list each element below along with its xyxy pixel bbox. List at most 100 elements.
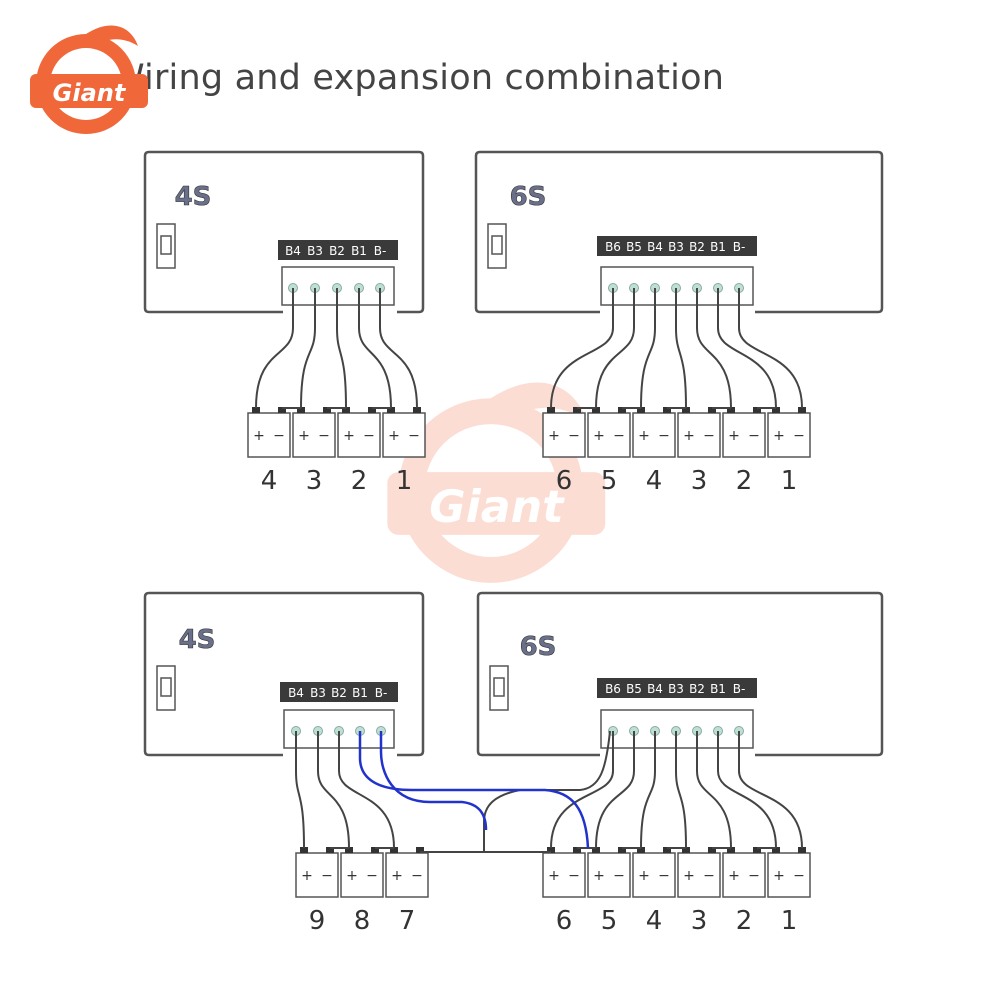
bottom-6s-1-cell-plus: + — [593, 868, 605, 884]
top-4s-board-label: 4S — [175, 182, 212, 212]
top-6s-0-cell-pos-terminal — [547, 407, 555, 413]
bottom-6s-5-cell-pos-terminal — [772, 847, 780, 853]
bottom-4s-wire — [338, 731, 395, 849]
top-6s-0-cell-neg-terminal — [573, 407, 581, 413]
top-6s-connector-pin-label: B1 — [710, 240, 726, 254]
top-4s-wire — [336, 288, 347, 409]
top-6s-2-cell-minus: − — [658, 428, 670, 444]
top-4s-wire — [255, 288, 294, 409]
top-4s-1-cell-minus: − — [318, 428, 330, 444]
top-6s-2-cell-plus: + — [638, 428, 650, 444]
bottom-6s-0-cell-number: 6 — [556, 906, 573, 936]
top-6s-3-cell-neg-terminal — [708, 407, 716, 413]
top-4s-0-cell-number: 4 — [261, 466, 278, 496]
bottom-6s-1-cell-neg-terminal — [618, 847, 626, 853]
bottom-6s-wire — [640, 731, 656, 849]
bottom-6s-0-cell-pos-terminal — [547, 847, 555, 853]
top-6s-connector-pin-label: B4 — [647, 240, 663, 254]
bottom-6s-3-cell — [677, 852, 721, 898]
top-6s-3-cell — [677, 412, 721, 458]
bottom-6s-5-cell-neg-terminal — [798, 847, 806, 853]
bottom-6s-wire — [595, 731, 635, 849]
top-6s-5-cell-minus: − — [793, 428, 805, 444]
top-6s-2-cell-neg-terminal — [663, 407, 671, 413]
bottom-6s-0-cell-neg-terminal — [573, 847, 581, 853]
bottom-6s-connector-pin-label: B5 — [626, 682, 642, 696]
bottom-6s-wire — [717, 731, 777, 849]
bottom-4s-board-outline — [143, 591, 425, 757]
top-6s-2-cell-pos-terminal — [637, 407, 645, 413]
bottom-4s-connector-header-band — [280, 682, 398, 702]
bottom-6s-connector-pin-label: B4 — [647, 682, 663, 696]
top-4s-wire — [358, 288, 392, 409]
top-6s-5-cell-neg-terminal — [798, 407, 806, 413]
bottom-6s-4-cell — [722, 852, 766, 898]
top-6s-wire — [550, 288, 614, 409]
top-6s-3-cell-plus: + — [683, 428, 695, 444]
bottom-6s-5-cell-plus: + — [773, 868, 785, 884]
top-6s-4-cell-minus: − — [748, 428, 760, 444]
bottom-4s-board-side-connector-icon — [156, 665, 176, 711]
bottom-6s-1-cell-pos-terminal — [592, 847, 600, 853]
bottom-4s-wire — [317, 731, 350, 849]
top-6s-5-cell-plus: + — [773, 428, 785, 444]
watermark-logo: Giant — [387, 382, 606, 583]
bottom-4s-1-cell-minus: − — [366, 868, 378, 884]
bottom-4s-0-cell-pos-terminal — [300, 847, 308, 853]
top-6s-wire — [738, 288, 803, 409]
bottom-6s-2-cell-plus: + — [638, 868, 650, 884]
top-4s-board-side-connector-icon — [156, 223, 176, 269]
bottom-6s-connector-header-band — [597, 678, 757, 698]
bottom-6s-5-cell-minus: − — [793, 868, 805, 884]
bottom-6s-1-cell-number: 5 — [601, 906, 618, 936]
top-6s-wire — [675, 288, 687, 409]
bottom-4s-1-cell-plus: + — [346, 868, 358, 884]
bottom-4s-connector-pin-label: B- — [375, 686, 388, 700]
bottom-4s-2-cell-number: 7 — [399, 906, 416, 936]
top-6s-connector-header-band — [597, 236, 757, 256]
bottom-6s-connector-pin-label: B6 — [605, 682, 621, 696]
bottom-6s-4-cell-minus: − — [748, 868, 760, 884]
bottom-4s-2-cell-plus: + — [391, 868, 403, 884]
bottom-6s-5-cell-number: 1 — [781, 906, 798, 936]
top-4s-connector-pin-label: B4 — [285, 244, 301, 258]
top-4s-wire — [379, 288, 418, 409]
top-6s-3-cell-number: 3 — [691, 466, 708, 496]
bottom-6s-2-cell-minus: − — [658, 868, 670, 884]
bottom-6s-connector-pin-label: B3 — [668, 682, 684, 696]
bottom-6s-0-cell-minus: − — [568, 868, 580, 884]
bottom-6s-2-cell-pos-terminal — [637, 847, 645, 853]
bottom-4s-connector-pin-label: B3 — [310, 686, 326, 700]
top-6s-0-cell-number: 6 — [556, 466, 573, 496]
top-4s-3-cell-plus: + — [388, 428, 400, 444]
bottom-6s-2-cell-number: 4 — [646, 906, 663, 936]
top-4s-1-cell-number: 3 — [306, 466, 323, 496]
bottom-blue-wire-bminus — [379, 731, 488, 831]
top-6s-connector-pin-label: B2 — [689, 240, 705, 254]
bottom-4s-0-cell-plus: + — [301, 868, 313, 884]
bottom-6s-3-cell-number: 3 — [691, 906, 708, 936]
bottom-6s-board-label: 6S — [520, 632, 557, 662]
top-4s-1-cell — [292, 412, 336, 458]
top-6s-board-side-connector-inner — [491, 235, 503, 255]
top-6s-3-cell-pos-terminal — [682, 407, 690, 413]
top-6s-4-cell — [722, 412, 766, 458]
top-6s-4-cell-neg-terminal — [753, 407, 761, 413]
top-6s-board-outline — [474, 150, 884, 314]
bottom-6s-3-cell-plus: + — [683, 868, 695, 884]
top-6s-1-cell-pos-terminal — [592, 407, 600, 413]
bottom-6s-connector-pin-label: B1 — [710, 682, 726, 696]
top-4s-2-cell-plus: + — [343, 428, 355, 444]
top-6s-2-cell — [632, 412, 676, 458]
top-4s-connector-pin-label: B- — [374, 244, 387, 258]
bottom-6s-connector-pin-label: B2 — [689, 682, 705, 696]
top-4s-0-cell-minus: − — [273, 428, 285, 444]
top-4s-2-cell-neg-terminal — [368, 407, 376, 413]
bottom-6s-3-cell-pos-terminal — [682, 847, 690, 853]
top-4s-2-cell-minus: − — [363, 428, 375, 444]
logo-text: Giant — [53, 79, 127, 107]
bottom-6s-0-cell — [542, 852, 586, 898]
top-4s-0-cell — [247, 412, 291, 458]
bottom-4s-1-cell-pos-terminal — [345, 847, 353, 853]
